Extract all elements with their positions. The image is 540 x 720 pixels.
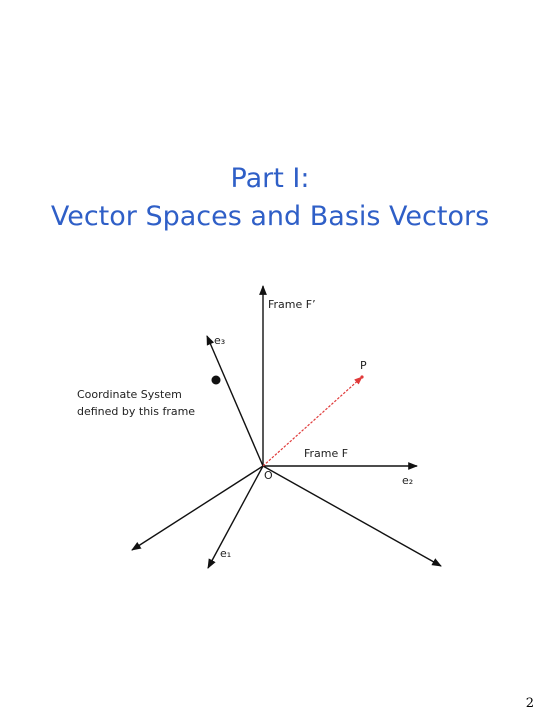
- frame-f-prime-label: Frame F’: [268, 298, 316, 311]
- e1-axis: [207, 465, 264, 569]
- annotation-line-1: Coordinate System: [77, 388, 182, 401]
- annotation-dot: [211, 375, 221, 385]
- point-p-label: P: [360, 359, 367, 372]
- position-vector-op: [262, 376, 363, 467]
- e1-label: e₁: [220, 547, 231, 560]
- annotation-line-2: defined by this frame: [77, 405, 195, 418]
- e3-label: e₃: [214, 334, 225, 347]
- slide-title-line-1: Part I:: [230, 163, 310, 194]
- point-p-marker: [360, 375, 364, 379]
- page-number: 2: [525, 696, 534, 711]
- e2-label: e₂: [402, 474, 413, 487]
- lower-right-axis: [262, 465, 442, 567]
- frame-f-label: Frame F: [304, 447, 348, 460]
- origin-label: O: [264, 469, 273, 482]
- lower-left-axis: [131, 465, 264, 551]
- e3-axis: [206, 335, 264, 467]
- slide-title-line-2: Vector Spaces and Basis Vectors: [50, 201, 490, 232]
- slide-title: Part I: Vector Spaces and Basis Vectors: [0, 160, 540, 236]
